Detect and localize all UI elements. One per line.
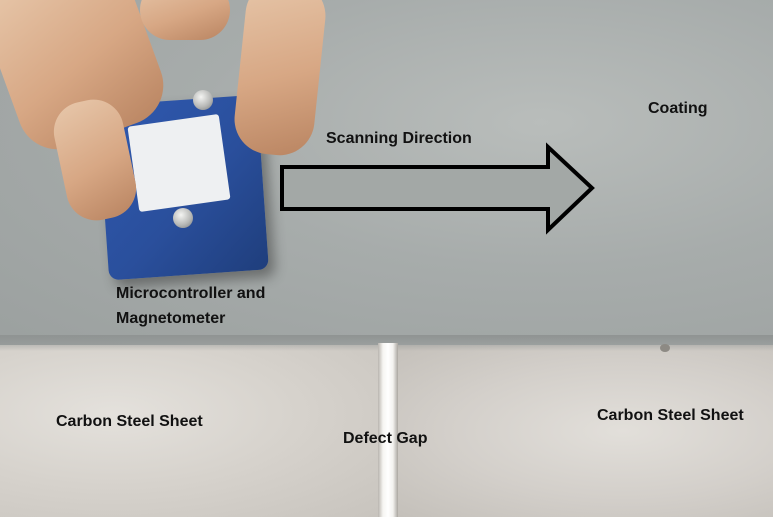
scanning-direction-label: Scanning Direction — [326, 130, 472, 147]
carbon-steel-sheet-right-label: Carbon Steel Sheet — [597, 407, 744, 424]
carbon-steel-sheet-right — [398, 345, 773, 517]
defect-gap — [378, 343, 398, 517]
screw-top — [193, 90, 213, 110]
coating-label: Coating — [648, 100, 708, 117]
finger-middle — [140, 0, 230, 40]
device-label-line1: Microcontroller and — [116, 285, 266, 302]
carbon-steel-sheet-left — [0, 345, 378, 517]
defect-gap-label: Defect Gap — [343, 430, 428, 447]
device-label-line2: Magnetometer — [116, 310, 226, 327]
carbon-steel-sheet-left-label: Carbon Steel Sheet — [56, 413, 203, 430]
microcontroller-magnetometer-device — [97, 90, 273, 281]
surface-smudge — [660, 344, 670, 352]
screw-bottom — [173, 208, 193, 228]
